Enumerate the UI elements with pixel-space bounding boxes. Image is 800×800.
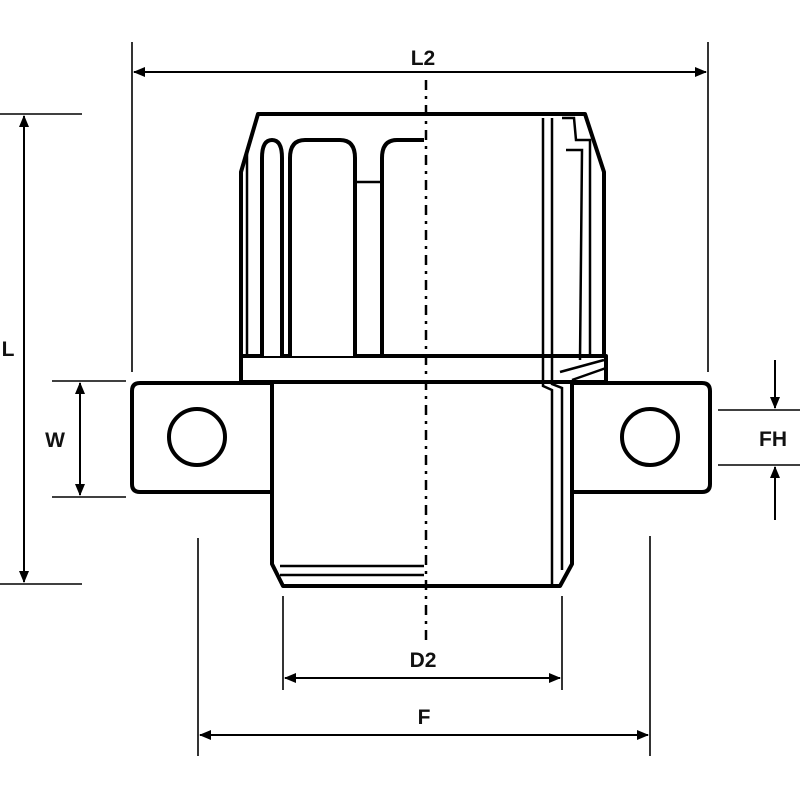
label-w: W (45, 429, 65, 452)
slotted-fingers (245, 113, 424, 356)
extension-lines (0, 42, 800, 756)
label-f: F (418, 706, 431, 729)
threaded-sleeve (270, 378, 574, 588)
label-d2: D2 (410, 649, 437, 672)
section-wall (541, 116, 607, 584)
left-mounting-hole (167, 407, 227, 467)
right-mounting-hole (620, 407, 680, 467)
label-fh: FH (759, 428, 787, 451)
dimension-lines (19, 67, 780, 740)
label-l2: L2 (411, 47, 436, 70)
label-l: L (2, 338, 15, 361)
fitting-part (130, 112, 712, 588)
